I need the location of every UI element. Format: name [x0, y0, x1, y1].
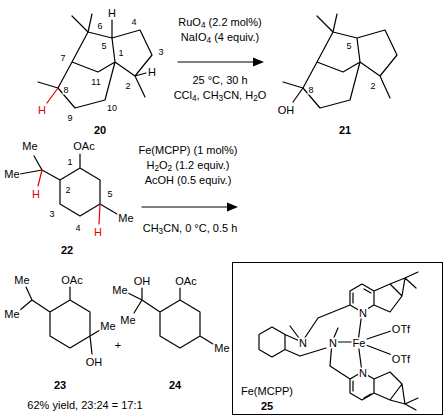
atom-label: +	[114, 340, 122, 351]
atom-label: H	[31, 189, 41, 200]
atom-number: 5	[106, 190, 113, 199]
atom-number: 10	[106, 104, 118, 113]
compound-22-skeleton	[20, 154, 117, 216]
atom-label: Me	[21, 141, 38, 152]
atom-label: H	[93, 227, 103, 238]
structure-box: NNNFeOTfOTfNFe(MCPP)25	[232, 262, 443, 415]
reagent-text: RuO4 (2.2 mol%)	[177, 17, 262, 28]
atom-label: H	[107, 8, 117, 19]
reagent-text: CH3CN, 0 °C, 0.5 h	[142, 223, 239, 234]
red-bond	[38, 170, 100, 224]
atom-label: H	[147, 67, 157, 78]
compound-number: 21	[338, 125, 352, 136]
atom-number: 3	[48, 210, 55, 219]
atom-label: N	[358, 368, 368, 379]
atom-label: OH	[277, 105, 296, 116]
atom-number: 5	[100, 42, 107, 51]
reagent-text: 25 °C, 30 h	[191, 75, 248, 86]
atom-number: 3	[157, 48, 164, 57]
atom-number: 2	[369, 82, 376, 91]
atom-label: OAc	[174, 276, 197, 287]
atom-label: OTf	[391, 354, 411, 365]
atom-label: OTf	[391, 324, 411, 335]
atom-number: 1	[66, 158, 73, 167]
atom-label: Me	[119, 315, 136, 326]
atom-label: N	[298, 338, 308, 349]
atom-label: H	[37, 105, 47, 116]
atom-number: 4	[130, 18, 137, 27]
catalyst-name: Fe(MCPP)	[240, 386, 294, 397]
compound-21-skeleton	[283, 14, 397, 108]
atom-number: 1	[117, 49, 124, 58]
compound-23-skeleton	[20, 287, 100, 354]
atom-label: Me	[13, 275, 30, 286]
reagent-text: AcOH (0.5 equiv.)	[144, 175, 233, 186]
atom-label: Me	[3, 309, 20, 320]
arrowhead	[253, 58, 264, 67]
arrowhead	[227, 203, 238, 212]
atom-label: Me	[213, 343, 230, 354]
atom-label: Fe	[352, 338, 367, 349]
atom-label: Me	[117, 213, 134, 224]
compound-20-skeleton	[38, 14, 152, 108]
atom-label: OH	[133, 276, 152, 287]
compound-number: 20	[93, 125, 107, 136]
atom-label: OAc	[60, 275, 83, 286]
atom-label: Me	[3, 169, 20, 180]
reagent-text: NaIO4 (4 equiv.)	[180, 32, 260, 43]
compound-number: 25	[260, 401, 274, 412]
reagent-text: Fe(MCPP) (1 mol%)	[137, 145, 238, 156]
atom-number: 8	[307, 86, 314, 95]
atom-number: 2	[124, 82, 131, 91]
compound-24-skeleton	[128, 288, 213, 348]
compound-number: 22	[60, 245, 74, 256]
atom-number: 5	[345, 42, 352, 51]
compound-number: 23	[53, 380, 67, 391]
atom-number: 6	[96, 22, 103, 31]
red-bond	[47, 88, 58, 103]
atom-label: Me	[99, 321, 116, 332]
atom-label: OAc	[72, 141, 95, 152]
compound-number: 24	[168, 380, 182, 391]
atom-label: N	[328, 338, 338, 349]
atom-number: 2	[64, 186, 71, 195]
atom-number: 9	[66, 114, 73, 123]
atom-number: 11	[90, 78, 101, 87]
reaction-arrow	[178, 61, 256, 62]
reagent-text: CCl4, CH3CN, H2O	[173, 90, 268, 101]
atom-label: Me	[111, 285, 128, 296]
atom-number: 4	[74, 224, 81, 233]
reagent-text: 62% yield, 23:24 = 17:1	[26, 400, 143, 411]
atom-label: N	[358, 308, 368, 319]
reagent-text: H2O2 (1.2 equiv.)	[146, 160, 231, 171]
reaction-arrow	[142, 206, 230, 207]
atom-label: OH	[85, 357, 104, 368]
atom-number: 8	[62, 86, 69, 95]
atom-number: 7	[59, 54, 66, 63]
